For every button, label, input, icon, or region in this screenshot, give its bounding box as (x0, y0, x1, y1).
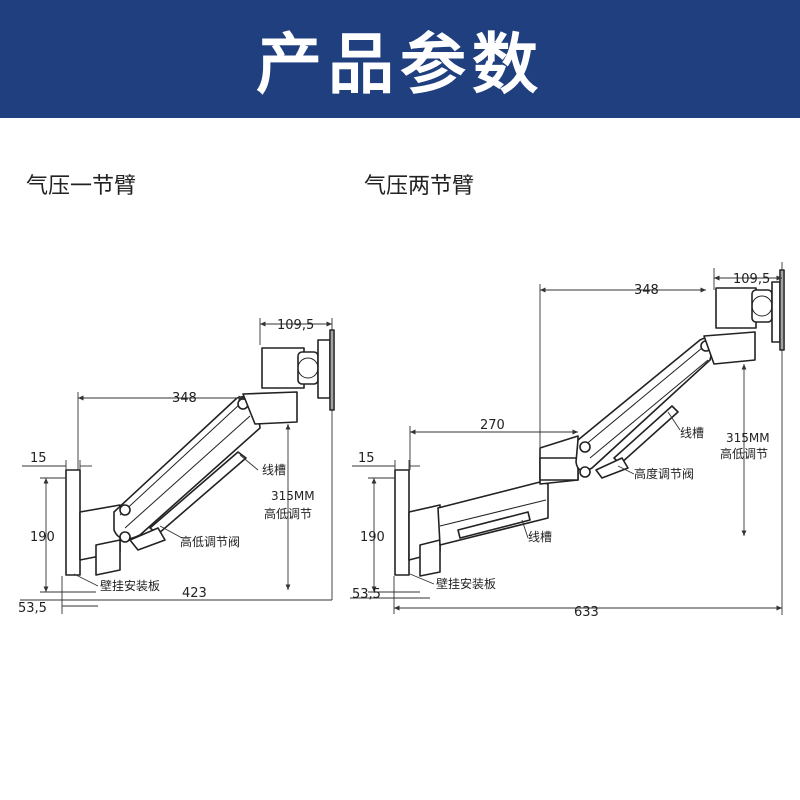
page-title: 产品参数 (256, 26, 544, 103)
tilt-block (261, 347, 305, 389)
dim-423-single: 423 (182, 586, 207, 601)
mid-joint-collar (539, 457, 579, 481)
label-valve-double: 高度调节阀 (634, 466, 694, 481)
base-lower-block (419, 539, 441, 577)
tilt-knob (751, 289, 773, 323)
dim-633-double: 633 (574, 605, 599, 620)
dim-315-single: 315MM (271, 489, 315, 503)
vesa-plate (317, 339, 331, 399)
upper-arm-lines (583, 347, 709, 459)
dim-270-double: 270 (480, 418, 505, 433)
dim-109-single: 109,5 (277, 318, 314, 333)
tilt-block (715, 287, 757, 329)
vesa-plate (771, 281, 781, 343)
lower-arm-line (439, 499, 547, 527)
double-arm-drawing: 109,5 348 270 15 190 53,5 633 315MM 高低调节… (350, 262, 785, 620)
dim-348-double: 348 (634, 283, 659, 298)
pivot-icon (579, 441, 591, 453)
pivot-icon (119, 504, 131, 516)
tilt-knob (297, 351, 319, 385)
elbow-block (242, 391, 298, 425)
label-plate-double: 壁挂安装板 (436, 576, 496, 591)
dim-53-single: 53,5 (18, 601, 47, 616)
label-cable-upper-double: 线槽 (680, 426, 704, 440)
dim-348-single: 348 (172, 391, 197, 406)
single-arm-title: 气压一节臂 (26, 174, 137, 199)
base-lower-block (95, 539, 121, 576)
dim-109-double: 109,5 (733, 272, 770, 287)
dim-315-note-single: 高低调节 (264, 506, 312, 521)
dim-53-double: 53,5 (352, 587, 381, 602)
label-valve-single: 高低调节阀 (180, 534, 240, 549)
pivot-icon (579, 466, 591, 478)
height-valve (595, 457, 629, 479)
lower-cable-channel (457, 511, 531, 539)
dim-190-double: 190 (360, 530, 385, 545)
wall-plate (65, 469, 81, 576)
label-cable-lower-double: 线槽 (528, 530, 552, 544)
upper-arm (575, 336, 714, 472)
arm-inner-lines (119, 403, 251, 529)
dim-15-double: 15 (358, 451, 375, 466)
height-valve (129, 527, 166, 551)
label-plate-single: 壁挂安装板 (100, 578, 160, 593)
elbow-block (703, 331, 756, 365)
label-cable-single: 线槽 (262, 463, 286, 477)
dim-190-single: 190 (30, 530, 55, 545)
header-banner: 产品参数 (0, 0, 800, 118)
pivot-icon (119, 531, 131, 543)
dim-315-note-double: 高低调节 (720, 446, 768, 461)
dim-315-double: 315MM (726, 431, 770, 445)
single-arm-drawing: 109,5 348 15 190 53,5 423 315MM 高低调节 线槽 … (18, 318, 335, 616)
wall-plate (394, 469, 410, 576)
dim-15-single: 15 (30, 451, 47, 466)
double-arm-title: 气压两节臂 (364, 174, 475, 199)
